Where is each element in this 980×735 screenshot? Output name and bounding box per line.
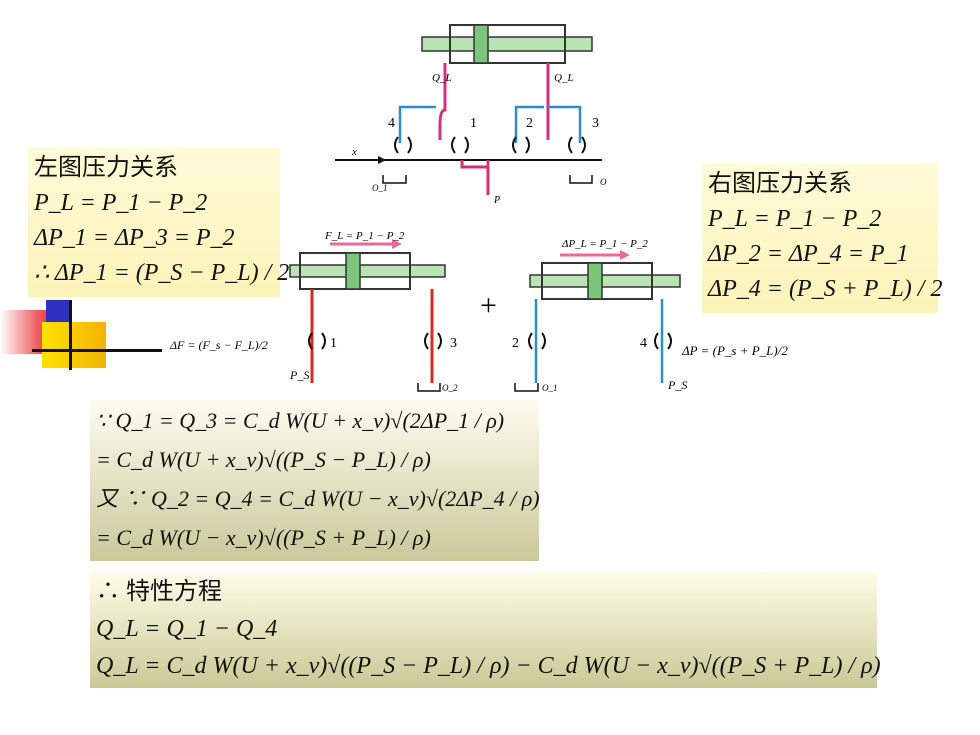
right-box-title: 右图压力关系 xyxy=(708,171,852,197)
port-2b-label: 2 xyxy=(512,336,519,351)
port-3-label: 3 xyxy=(592,116,599,131)
flow-equations-box: ∵ Q_1 = Q_3 = C_d W(U + x_v)√(2ΔP_1 / ρ)… xyxy=(90,399,540,561)
plus-sign: + xyxy=(480,289,497,322)
characteristic-eq-2: Q_L = C_d W(U + x_v)√((P_S − P_L) / ρ) −… xyxy=(96,653,881,679)
left-valves xyxy=(308,332,442,350)
right-eq-2: ΔP_2 = ΔP_4 = P_1 xyxy=(708,241,909,267)
left-cylinder xyxy=(289,252,446,290)
o-label: O xyxy=(600,177,607,187)
right-cylinder xyxy=(529,262,681,300)
blue-line-mid xyxy=(514,105,544,143)
x-label: x xyxy=(351,146,357,158)
top-cylinder xyxy=(421,24,593,64)
ql-left-label: Q_L xyxy=(432,72,452,84)
valve-diagram: Q_L Q_L x 4 1 2 3 O_1 O P F_L = P_1 − P_… xyxy=(169,24,788,393)
left-eq-1: P_L = P_1 − P_2 xyxy=(34,190,208,216)
ps-right-label: P_S xyxy=(667,378,687,392)
ornament-horizontal-line xyxy=(32,349,162,352)
port-2-label: 2 xyxy=(526,116,533,131)
characteristic-title: ∴ 特性方程 xyxy=(96,579,222,605)
flow-eq-1: ∵ Q_1 = Q_3 = C_d W(U + x_v)√(2ΔP_1 / ρ) xyxy=(96,408,505,433)
top-valve-row xyxy=(394,136,586,154)
ps-left-label: P_S xyxy=(289,368,309,382)
slide-ornament xyxy=(0,300,170,390)
tank-o xyxy=(569,175,593,184)
port-4-label: 4 xyxy=(388,116,395,131)
right-eq-1: P_L = P_1 − P_2 xyxy=(708,206,882,232)
tank-o1b xyxy=(514,383,539,392)
flow-eq-4: = C_d W(U − x_v)√((P_S + P_L) / ρ) xyxy=(96,525,431,550)
dp-label: ΔP = (P_s + P_L)/2 xyxy=(681,343,788,358)
blue-line-left xyxy=(398,105,436,143)
port-4b-label: 4 xyxy=(640,336,647,351)
o2-label: O_2 xyxy=(442,383,458,393)
left-eq-2: ΔP_1 = ΔP_3 = P_2 xyxy=(34,225,235,251)
right-eq-3: ΔP_4 = (P_S + P_L) / 2 xyxy=(708,276,943,302)
flow-eq-2: = C_d W(U + x_v)√((P_S − P_L) / ρ) xyxy=(96,447,431,472)
p-label: P xyxy=(493,195,500,206)
left-box-title: 左图压力关系 xyxy=(34,155,178,181)
right-valves xyxy=(528,332,672,350)
characteristic-eq-1: Q_L = Q_1 − Q_4 xyxy=(96,616,278,642)
blue-line-right xyxy=(548,105,582,143)
port-1b-label: 1 xyxy=(330,336,337,351)
ornament-vertical-line xyxy=(69,300,72,370)
ql-right-label: Q_L xyxy=(554,72,574,84)
force-label: F_L = P_1 − P_2 xyxy=(324,230,405,242)
dpl-label: ΔP_L = P_1 − P_2 xyxy=(561,238,648,250)
df-label: ΔF = (F_s − F_L)/2 xyxy=(169,338,268,352)
right-pressure-box: 右图压力关系 P_L = P_1 − P_2 ΔP_2 = ΔP_4 = P_1… xyxy=(702,163,943,313)
tank-o2 xyxy=(417,383,441,392)
o1-label: O_1 xyxy=(372,183,388,193)
tank-o1 xyxy=(382,175,407,184)
port-3b-label: 3 xyxy=(450,336,457,351)
o1b-label: O_1 xyxy=(542,383,558,393)
characteristic-equation-box: ∴ 特性方程 Q_L = Q_1 − Q_4 Q_L = C_d W(U + x… xyxy=(90,572,881,688)
left-eq-3: ∴ ΔP_1 = (P_S − P_L) / 2 xyxy=(34,260,290,286)
ornament-yellow-square xyxy=(42,322,106,368)
pressure-line xyxy=(460,160,490,169)
pink-line-left xyxy=(438,63,447,140)
left-pressure-box: 左图压力关系 P_L = P_1 − P_2 ΔP_1 = ΔP_3 = P_2… xyxy=(28,147,290,297)
port-1-label: 1 xyxy=(470,116,477,131)
flow-eq-3: 又 ∵ Q_2 = Q_4 = C_d W(U − x_v)√(2ΔP_4 / … xyxy=(96,486,540,511)
ornament-blue-square xyxy=(46,300,72,322)
x-arrow xyxy=(378,156,386,164)
